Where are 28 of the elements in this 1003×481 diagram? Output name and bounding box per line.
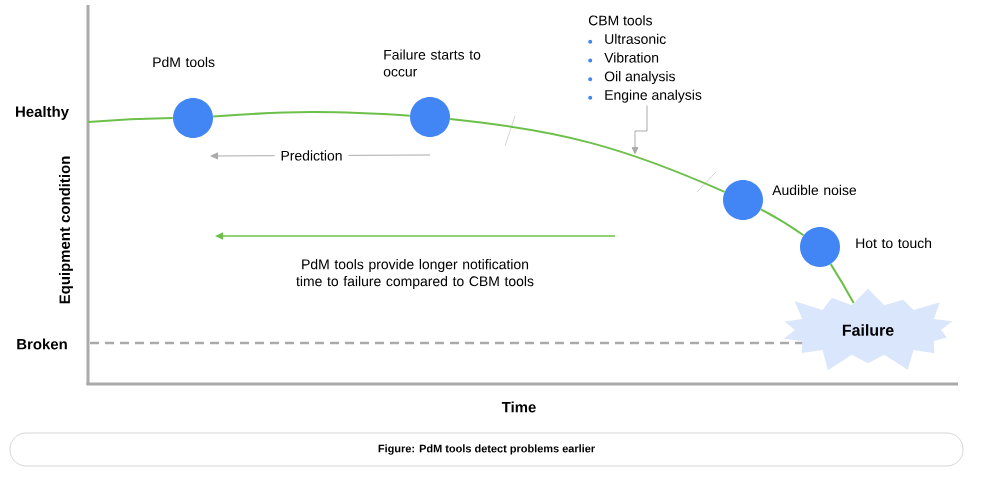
marker-label: Failure starts to occur (383, 49, 481, 77)
node-label: Oil analysis (604, 71, 675, 85)
curve-segment (212, 111, 411, 118)
marker-circle (800, 227, 840, 267)
node-label: Engine analysis (605, 89, 702, 103)
marker-label: Audible noise (772, 184, 857, 196)
note-text: PdM tools provide longer notification time to failure compared to CBM tools (296, 259, 534, 289)
curve-segment (759, 208, 805, 237)
level-label: Broken (17, 338, 67, 350)
node-label: CBM tools (588, 15, 653, 26)
curve-segment (449, 118, 726, 193)
axis-title: Equipment condition (59, 156, 73, 304)
node-label: Vibration (604, 52, 659, 63)
marker-circle (410, 97, 450, 137)
marker-label: Hot to touch (856, 237, 932, 249)
tool-list: CBM tools Ultrasonic Vibration Oil analysis Engine analysis (588, 15, 702, 103)
failure-starburst: Failure (783, 288, 953, 371)
curve-segment (829, 263, 855, 304)
axis-title: Time (501, 401, 536, 413)
node-label: Ultrasonic (605, 33, 666, 45)
marker-circle (723, 180, 763, 220)
marker-circle (173, 98, 213, 138)
curve-segment (87, 117, 174, 123)
leader-line (631, 105, 648, 155)
caption-box: Figure: PdM tools detect problems earlier (9, 432, 964, 467)
level-label: Healthy (16, 106, 69, 120)
edge-label: Prediction (274, 148, 349, 163)
marker-label: PdM tools (153, 56, 215, 68)
